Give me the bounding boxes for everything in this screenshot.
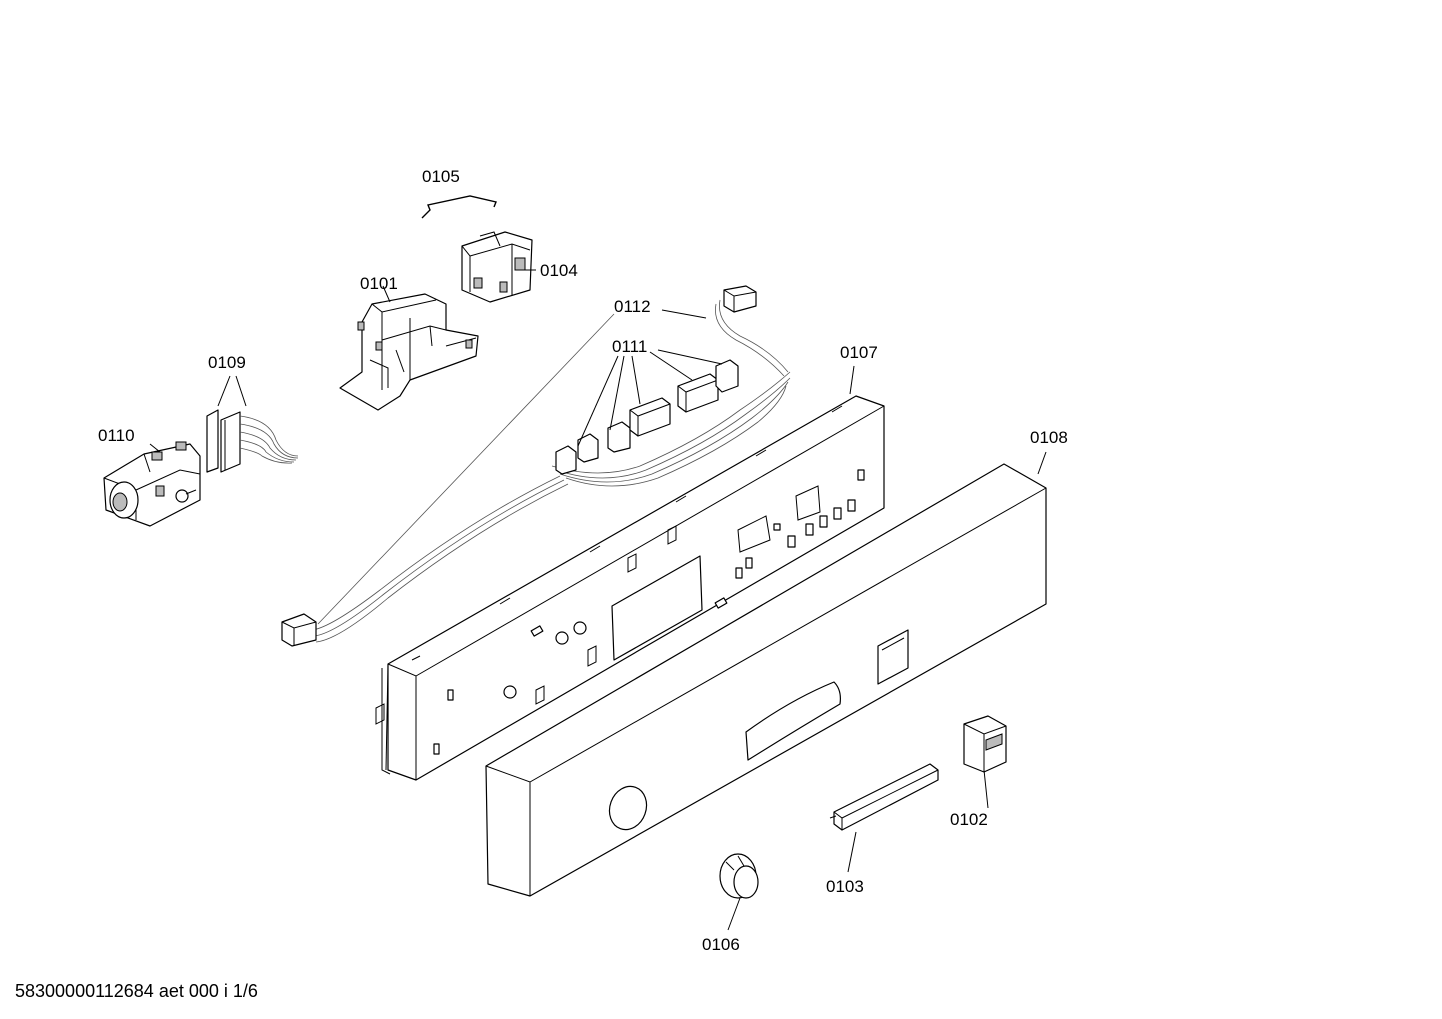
part-0107-control-panel-frame <box>375 395 885 781</box>
part-0102-button-cap <box>963 715 1007 773</box>
part-0106-knob <box>719 853 759 899</box>
label-0101: 0101 <box>360 274 398 293</box>
part-0105-clip <box>421 195 497 219</box>
label-0102: 0102 <box>950 810 988 829</box>
part-0109-connectors <box>206 409 299 473</box>
document-footer-code: 58300000112684 aet 000 i 1/6 <box>15 981 258 1001</box>
part-0104-switch <box>461 231 533 303</box>
part-0111-connectors <box>555 359 739 475</box>
part-0108-front-fascia <box>485 463 1047 897</box>
label-0104: 0104 <box>540 261 578 280</box>
part-labels: 0105 0104 0101 0112 0111 0109 0110 0107 … <box>98 167 1068 954</box>
label-0107: 0107 <box>840 343 878 362</box>
label-0111: 0111 <box>612 337 647 356</box>
part-0112-wiring-harness <box>281 285 791 647</box>
label-0112: 0112 <box>614 297 651 316</box>
part-0101-housing <box>339 293 479 411</box>
label-0106: 0106 <box>702 935 740 954</box>
leader-lines <box>149 269 1047 931</box>
label-0110: 0110 <box>98 426 135 445</box>
part-0110-timer-unit <box>103 441 201 527</box>
label-0109: 0109 <box>208 353 246 372</box>
label-0103: 0103 <box>826 877 864 896</box>
part-0103-light-strip <box>829 763 939 831</box>
label-0105: 0105 <box>422 167 460 186</box>
label-0108: 0108 <box>1030 428 1068 447</box>
